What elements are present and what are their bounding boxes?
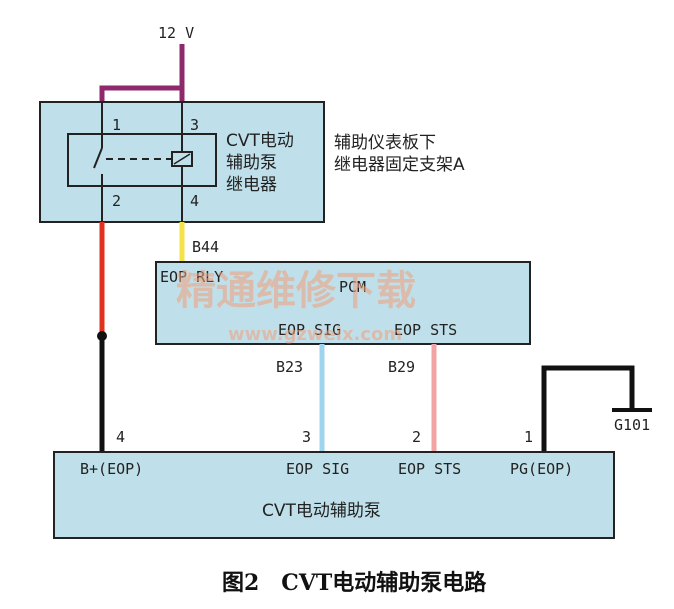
pcm-box <box>155 261 531 345</box>
relay-symbol-frame <box>67 133 217 187</box>
pcm-title: PCM <box>339 278 366 296</box>
pcm-terminal-eop-sts: EOP STS <box>394 321 457 339</box>
pump-title: CVT电动辅助泵 <box>262 501 381 521</box>
relay-pin-4: 4 <box>190 192 199 210</box>
supply-wire <box>99 44 185 102</box>
relay-switch-icon <box>93 134 103 186</box>
ground-label: G101 <box>614 416 650 434</box>
relay-title-line1: CVT电动 <box>226 131 294 151</box>
pump-pin-3: 3 <box>302 428 311 446</box>
relay-location-line2: 继电器固定支架A <box>334 155 465 175</box>
wire-ground <box>541 365 635 452</box>
supply-voltage-label: 12 V <box>158 24 194 42</box>
relay-title-line2: 辅助泵 <box>226 153 277 173</box>
pump-terminal-eop-sig: EOP SIG <box>286 460 349 478</box>
relay-location-line1: 辅助仪表板下 <box>334 133 436 153</box>
pcm-connector-b44: B44 <box>192 238 219 256</box>
relay-pin-2: 2 <box>112 192 121 210</box>
relay-pin-3: 3 <box>190 116 199 134</box>
pump-terminal-bplus: B+(EOP) <box>80 460 143 478</box>
pump-pin-2: 2 <box>412 428 421 446</box>
pcm-connector-b29: B29 <box>388 358 415 376</box>
pump-terminal-pg: PG(EOP) <box>510 460 573 478</box>
pump-terminal-eop-sts: EOP STS <box>398 460 461 478</box>
figure-caption: 图2 CVT电动辅助泵电路 <box>222 570 487 596</box>
watermark-text: 精通维修下载 <box>176 268 416 314</box>
pcm-terminal-eop-rly: EOP RLY <box>160 268 223 286</box>
pcm-connector-b23: B23 <box>276 358 303 376</box>
pump-pin-4: 4 <box>116 428 125 446</box>
pcm-terminal-eop-sig: EOP SIG <box>278 321 341 339</box>
relay-pin-1: 1 <box>112 116 121 134</box>
pump-box <box>53 451 615 539</box>
pump-pin-1: 1 <box>524 428 533 446</box>
watermark-url: www.gzweix.com <box>228 324 402 345</box>
relay-title-line3: 继电器 <box>226 175 277 195</box>
